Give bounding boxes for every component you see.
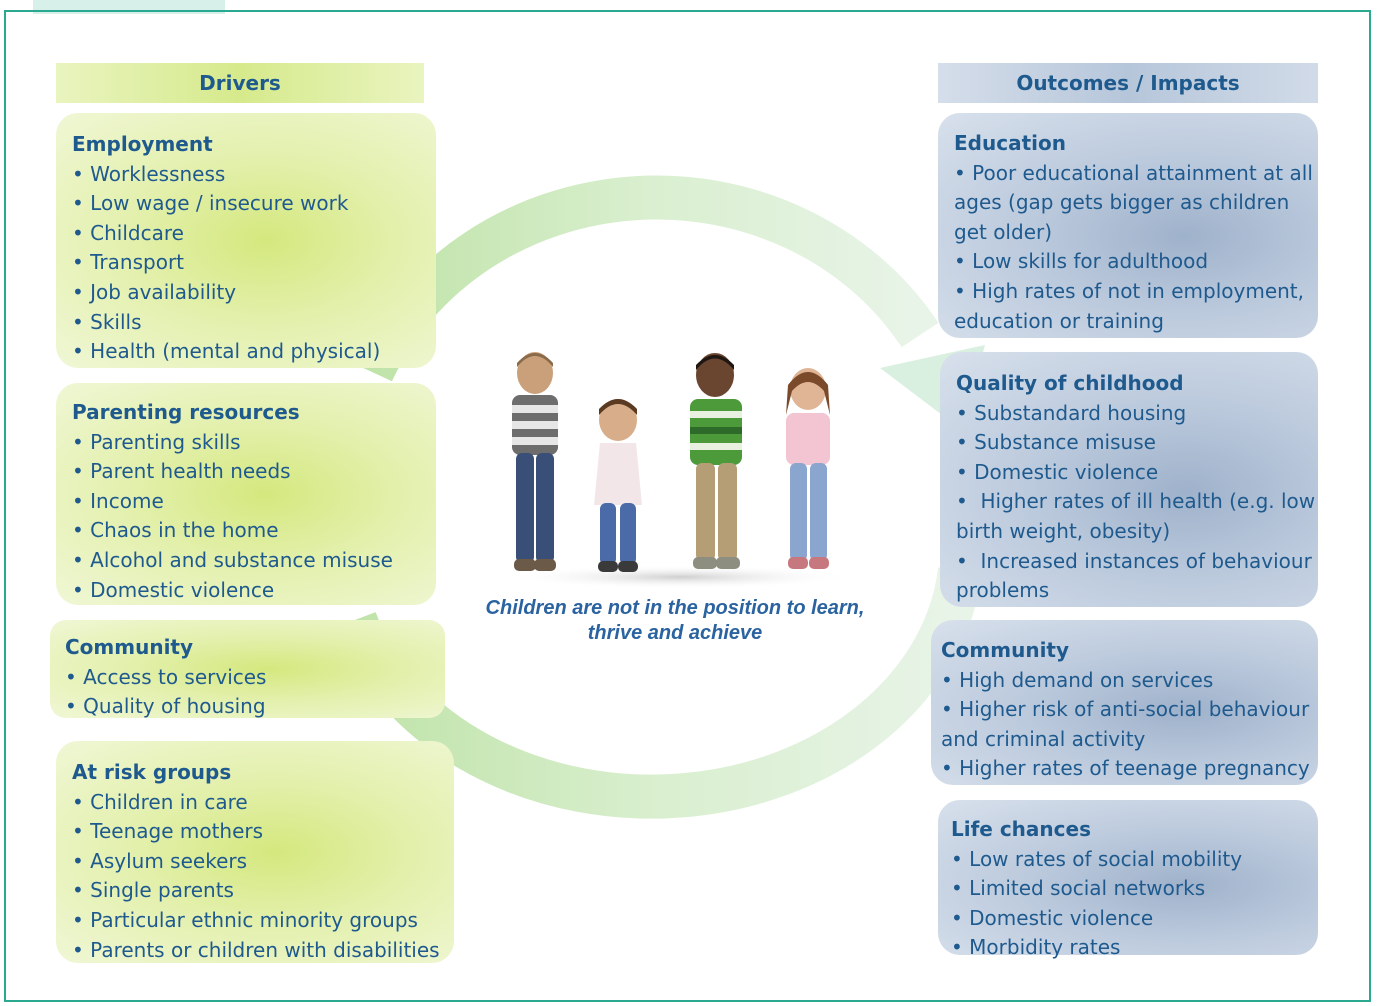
driver-box-at-risk: At risk groups Children in care Teenage … <box>56 741 454 963</box>
list-item: Alcohol and substance misuse <box>72 546 436 576</box>
outcome-title: Education <box>954 131 1066 155</box>
driver-box-parenting: Parenting resources Parenting skills Par… <box>56 383 436 605</box>
list-item: Substance misuse <box>956 428 1318 458</box>
child-figure <box>690 353 742 569</box>
list-item: Higher rates of teenage pregnancy <box>941 754 1318 784</box>
list-item: Parenting skills <box>72 428 436 458</box>
list-item: Income <box>72 487 436 517</box>
list-item: Children in care <box>72 788 454 818</box>
list-item: Substandard housing <box>956 399 1318 429</box>
outcome-box-life-chances: Life chances Low rates of social mobilit… <box>938 800 1318 959</box>
list-item: Low skills for adulthood <box>954 247 1318 277</box>
children-illustration <box>505 352 855 589</box>
list-item: Quality of housing <box>65 692 445 722</box>
driver-title: Community <box>65 635 194 659</box>
diagram-frame <box>4 10 1371 1002</box>
child-figure <box>786 368 830 569</box>
list-item: Domestic violence <box>72 576 436 606</box>
center-caption: Children are not in the position to lear… <box>455 596 895 646</box>
list-item: Higher risk of anti-social behaviour and… <box>941 695 1318 754</box>
drivers-header: Drivers <box>56 63 424 103</box>
list-item: Particular ethnic minority groups <box>72 906 454 936</box>
child-figure <box>594 399 642 572</box>
driver-title: Employment <box>72 132 213 156</box>
list-item: Skills <box>72 308 436 338</box>
list-item: Limited social networks <box>951 874 1318 904</box>
caption-line: Children are not in the position to lear… <box>485 597 865 619</box>
outcome-box-community: Community High demand on services Higher… <box>931 620 1318 785</box>
caption-line: thrive and achieve <box>587 622 763 644</box>
list-item: Low wage / insecure work <box>72 189 436 219</box>
list-item: Health (mental and physical) <box>72 337 436 367</box>
list-item: Access to services <box>65 663 445 693</box>
list-item: Asylum seekers <box>72 847 454 877</box>
list-item: High rates of not in employment, educati… <box>954 277 1318 336</box>
list-item: Chaos in the home <box>72 516 436 546</box>
outcomes-header: Outcomes / Impacts <box>938 63 1318 103</box>
list-item: Transport <box>72 248 436 278</box>
list-item: Parents or children with disabilities <box>72 936 454 966</box>
outcome-box-quality-of-childhood: Quality of childhood Substandard housing… <box>940 352 1318 607</box>
list-item: Domestic violence <box>951 904 1318 934</box>
driver-title: Parenting resources <box>72 400 300 424</box>
list-item: Teenage mothers <box>72 817 454 847</box>
outcome-box-education: Education Poor educational attainment at… <box>938 113 1318 338</box>
list-item: Poor educational attainment at all ages … <box>954 159 1318 248</box>
list-item: Morbidity rates <box>951 933 1318 963</box>
list-item: Worklessness <box>72 160 436 190</box>
list-item: Domestic violence <box>956 458 1318 488</box>
list-item: Increased instances of behaviour problem… <box>956 547 1318 606</box>
list-item: Higher rates of ill health (e.g. low bir… <box>956 487 1318 546</box>
list-item: Childcare <box>72 219 436 249</box>
list-item: Parent health needs <box>72 457 436 487</box>
driver-box-employment: Employment Worklessness Low wage / insec… <box>56 113 436 368</box>
driver-title: At risk groups <box>72 760 232 784</box>
child-figure <box>512 352 558 571</box>
list-item: Job availability <box>72 278 436 308</box>
list-item: Single parents <box>72 876 454 906</box>
driver-box-community: Community Access to services Quality of … <box>50 620 445 718</box>
list-item: Low rates of social mobility <box>951 845 1318 875</box>
outcome-title: Community <box>941 638 1070 662</box>
list-item: High demand on services <box>941 666 1318 696</box>
outcome-title: Life chances <box>951 817 1091 841</box>
outcome-title: Quality of childhood <box>956 371 1184 395</box>
